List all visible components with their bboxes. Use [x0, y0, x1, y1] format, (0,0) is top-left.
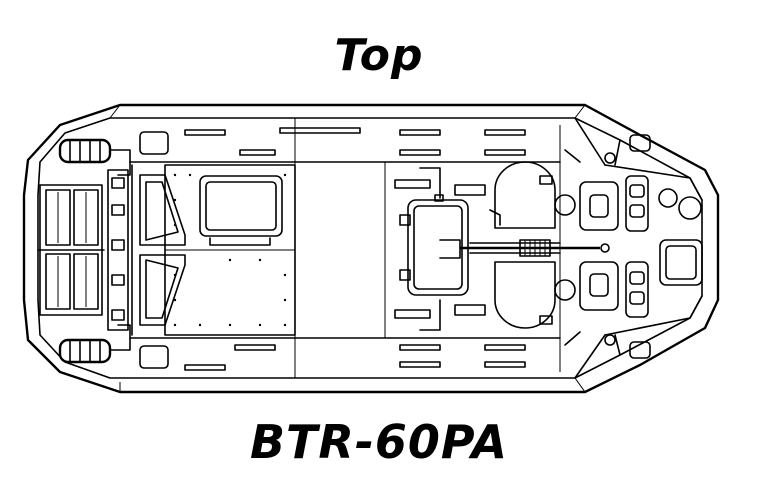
troop-hatch-lower [494, 261, 556, 329]
engine-grille [37, 184, 105, 316]
engine-access-panels [131, 164, 186, 336]
vision-blocks [625, 175, 703, 318]
handrails-upper [139, 127, 526, 156]
hull-skirt-lower [119, 377, 586, 393]
central-roof-hatch [399, 194, 469, 296]
view-title: Top [334, 30, 424, 81]
driver-hatches [554, 181, 619, 311]
hatch-hinge-arms [394, 167, 486, 331]
model-title: BTR-60PA [249, 415, 509, 469]
rear-deck-panel [164, 164, 296, 336]
exhaust-coil-lower [58, 324, 131, 364]
rivet-row [173, 173, 287, 327]
handrails-lower [139, 344, 526, 371]
troop-hatch-upper [489, 161, 556, 229]
hull-skirt-upper [109, 104, 586, 119]
front-glacis [564, 117, 703, 379]
machine-gun-mount [439, 239, 610, 259]
engine-side-strip [107, 169, 129, 331]
